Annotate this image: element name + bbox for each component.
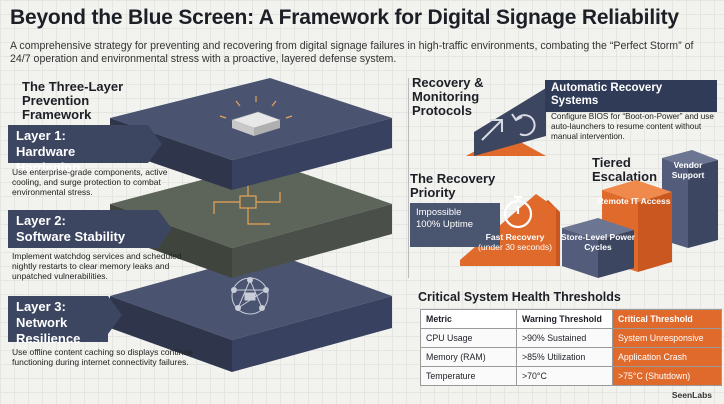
- auto-recovery-desc: Configure BIOS for “Boot-on-Power” and u…: [551, 112, 714, 141]
- cell-critical: Application Crash: [612, 347, 722, 367]
- layer-1-box: Layer 1: Hardware Hardening: [8, 125, 162, 175]
- page-title: Beyond the Blue Screen: A Framework for …: [10, 6, 679, 29]
- escalation-step-3: Vendor Support: [671, 160, 705, 180]
- escalation-step-1: Store-Level Power Cycles: [560, 232, 636, 252]
- impossible-box: Impossible 100% Uptime: [410, 203, 500, 247]
- stopwatch-icon: [503, 195, 533, 229]
- layer-2-box: Layer 2: Software Stability: [8, 210, 172, 248]
- priority-title: The Recovery Priority: [410, 171, 496, 200]
- fast-recovery-title: Fast Recovery: [485, 232, 545, 242]
- layer-2-name: Layer 2:: [16, 213, 66, 228]
- layer-3-desc: Use offline content caching so displays …: [12, 347, 193, 367]
- escalation-staircase: [562, 150, 718, 278]
- layer-1-name: Layer 1:: [16, 128, 66, 143]
- layer-1-subtitle: Hardware Hardening: [16, 144, 81, 175]
- auto-recovery-box: Automatic Recovery Systems: [545, 80, 717, 112]
- cell-critical: >75°C (Shutdown): [612, 366, 722, 386]
- cell-metric: Memory (RAM): [420, 347, 517, 367]
- fast-recovery-label: Fast Recovery (under 30 seconds): [470, 232, 560, 252]
- prevention-title: The Three-Layer Prevention Framework: [22, 79, 124, 122]
- cell-warning: >85% Utilization: [516, 347, 613, 367]
- impossible-title: Impossible: [416, 207, 462, 218]
- brand-logo: SeenLabs: [671, 390, 712, 400]
- layer-3-subtitle: Network Resilience: [16, 315, 81, 346]
- priority-graphic: [460, 194, 560, 266]
- layer-3-box: Layer 3: Network Resilience: [8, 296, 122, 346]
- page-subtitle: A comprehensive strategy for preventing …: [10, 40, 694, 65]
- table-header-row: Metric Warning Threshold Critical Thresh…: [420, 309, 722, 329]
- header-metric: Metric: [420, 309, 517, 329]
- escalation-title: Tiered Escalation: [592, 155, 658, 184]
- cell-metric: Temperature: [420, 366, 517, 386]
- layer-stack-diagram: [110, 78, 392, 372]
- arrow-icon: [481, 119, 503, 141]
- recovery-title: Recovery & Monitoring Protocols: [412, 75, 484, 118]
- device-icon: [219, 96, 293, 136]
- thresholds-table: Metric Warning Threshold Critical Thresh…: [420, 309, 722, 386]
- table-row: Temperature >70°C >75°C (Shutdown): [420, 366, 722, 386]
- fast-recovery-sub: (under 30 seconds): [477, 242, 553, 252]
- impossible-sub: 100% Uptime: [416, 219, 474, 230]
- layer-2-desc: Implement watchdog services and schedule…: [12, 251, 182, 281]
- thresholds-title: Critical System Health Thresholds: [418, 290, 621, 304]
- cell-metric: CPU Usage: [420, 328, 517, 348]
- layer-3-name: Layer 3:: [16, 299, 66, 314]
- table-row: Memory (RAM) >85% Utilization Applicatio…: [420, 347, 722, 367]
- escalation-step-2: Remote IT Access: [597, 196, 671, 206]
- refresh-icon: [511, 113, 536, 137]
- cell-critical: System Unresponsive: [612, 328, 722, 348]
- section-divider: [408, 78, 409, 278]
- recovery-graphic: [466, 88, 546, 156]
- network-icon: [231, 277, 269, 315]
- cell-warning: >70°C: [516, 366, 613, 386]
- table-row: CPU Usage >90% Sustained System Unrespon…: [420, 328, 722, 348]
- cell-warning: >90% Sustained: [516, 328, 613, 348]
- header-warning: Warning Threshold: [516, 309, 613, 329]
- layer-1-desc: Use enterprise-grade components, active …: [12, 167, 168, 197]
- layer-2-subtitle: Software Stability: [16, 229, 126, 244]
- header-critical: Critical Threshold: [612, 309, 722, 329]
